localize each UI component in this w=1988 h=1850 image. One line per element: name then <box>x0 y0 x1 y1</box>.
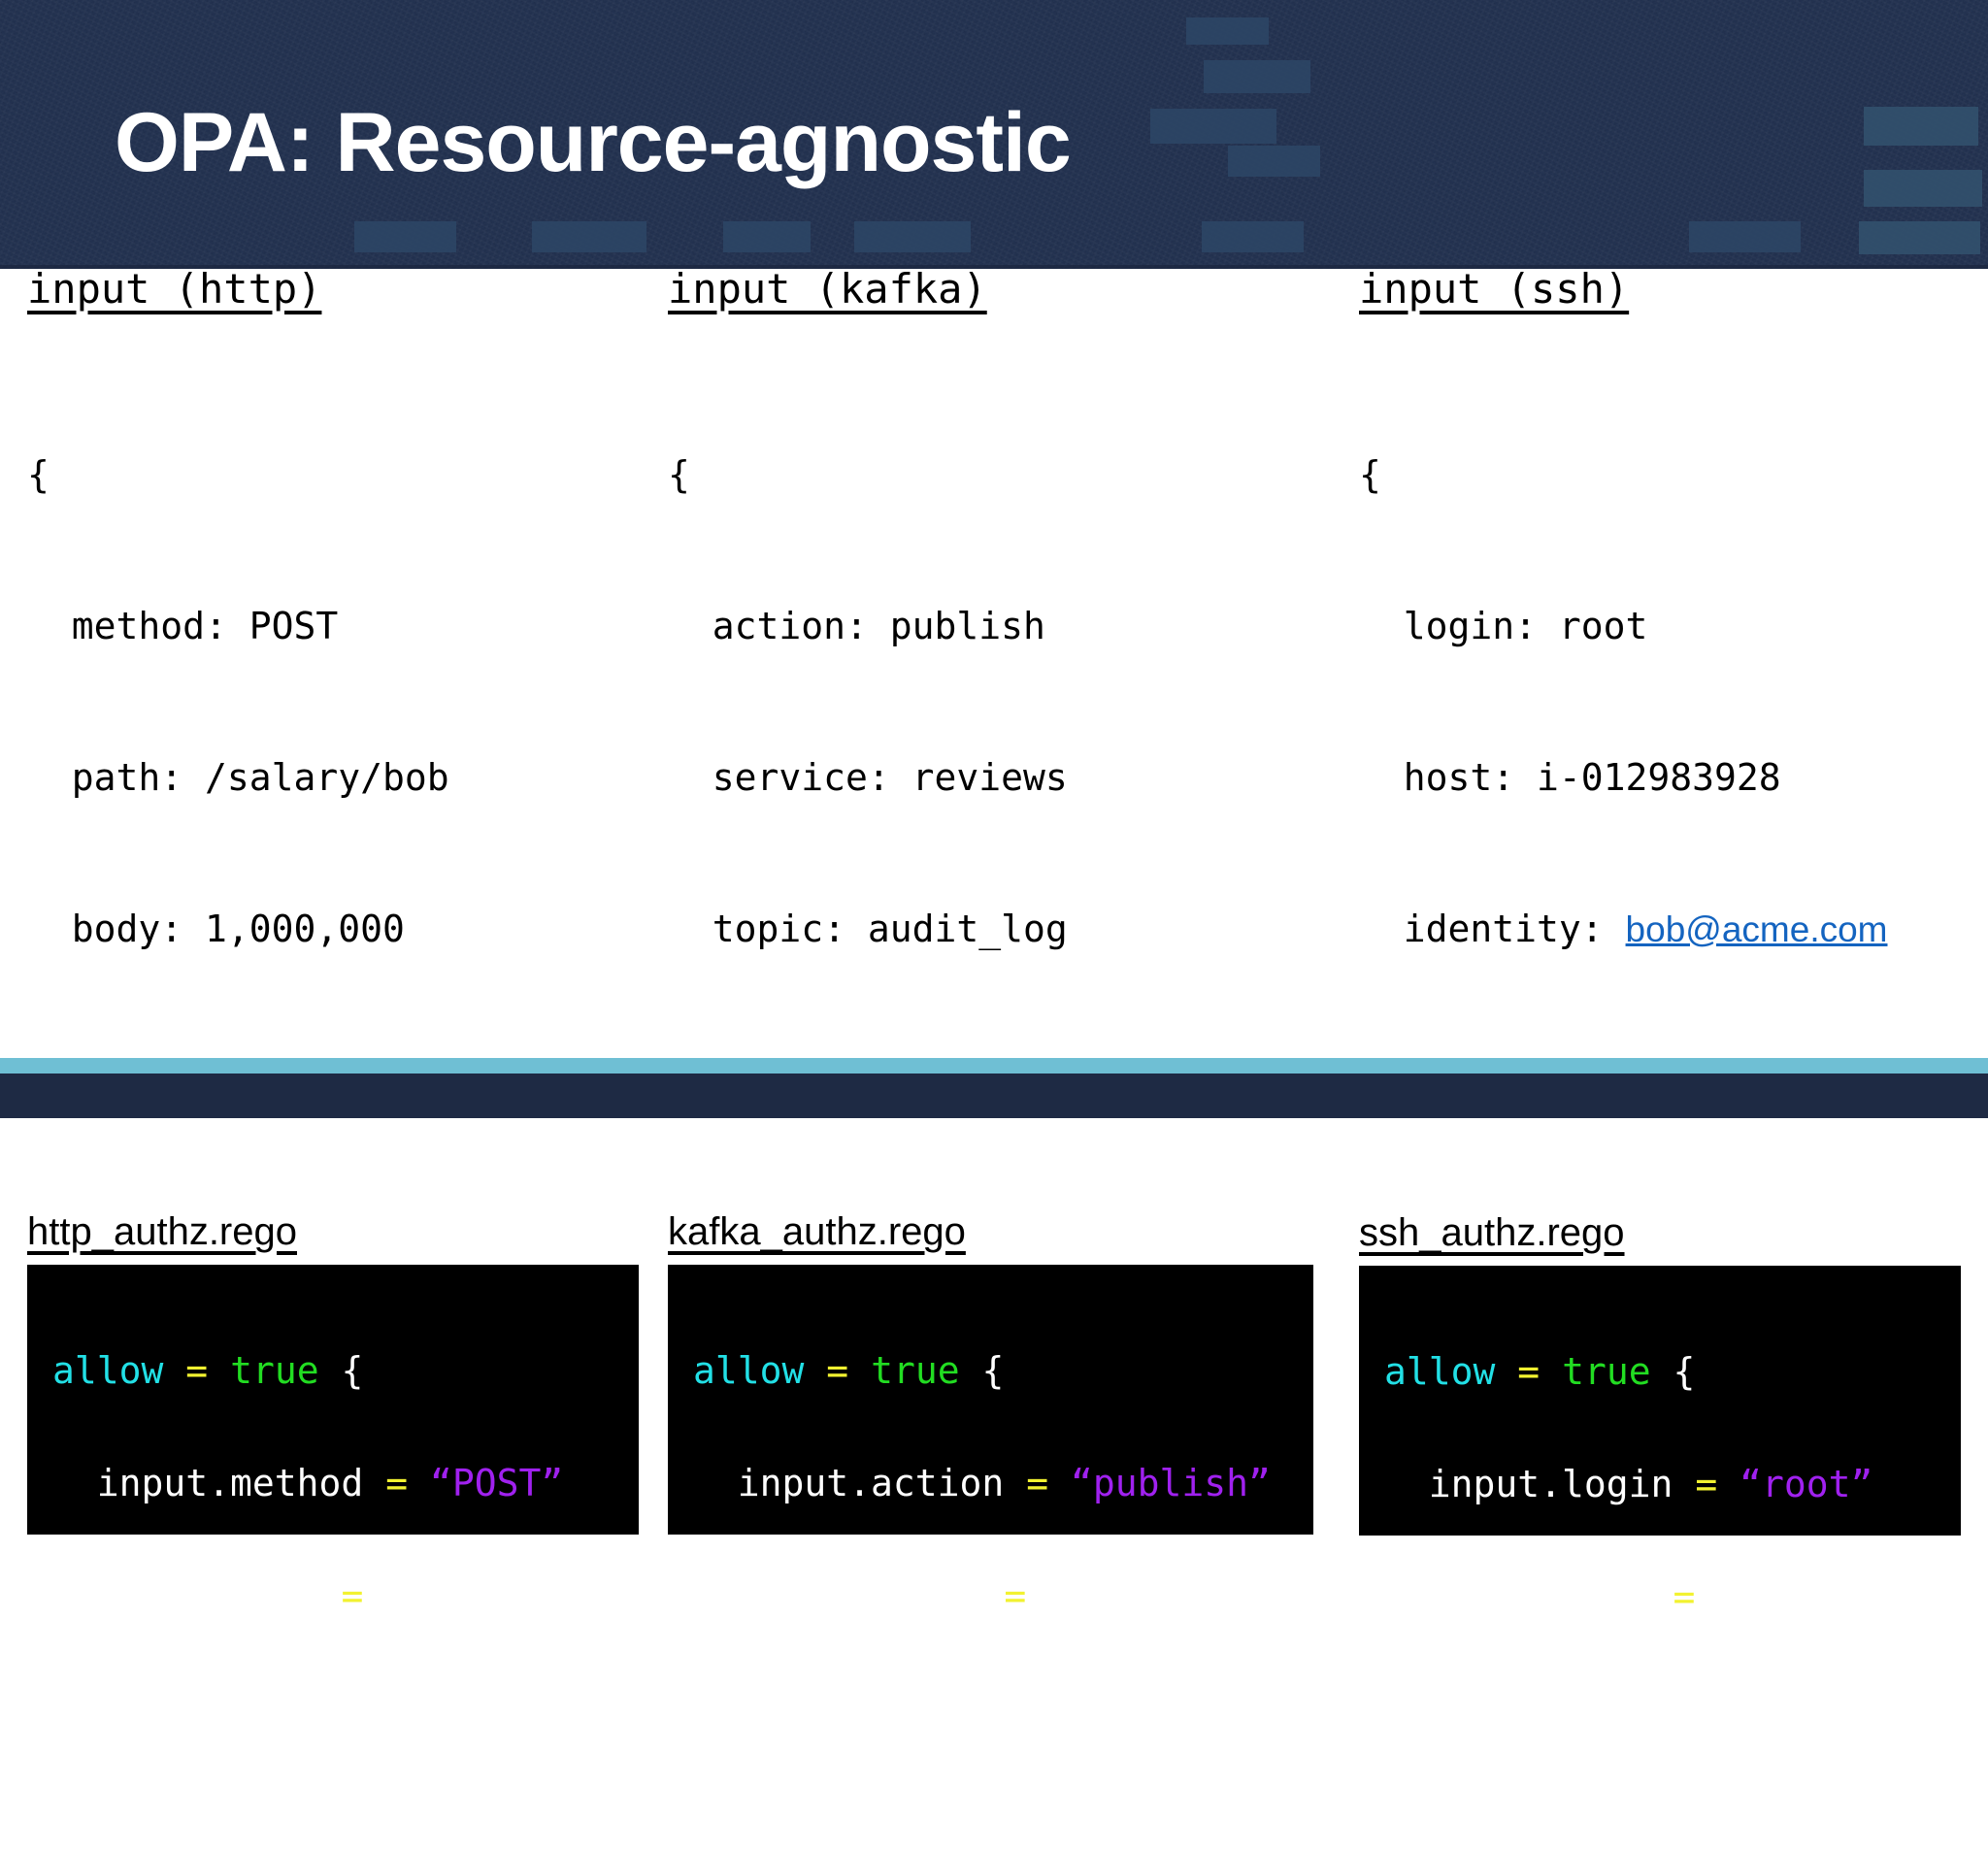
code-token-operator: = <box>1517 1350 1541 1393</box>
column-ssh: input (ssh) { login: root host: i-012983… <box>1359 269 1988 1731</box>
code-token-lhs: input.action <box>693 1462 1005 1504</box>
code-token-string: “publish” <box>1070 1462 1271 1504</box>
code-block-kafka-authz: allow = true { input.action = “publish” … <box>668 1265 1313 1730</box>
header-decor-block <box>354 221 456 252</box>
code-token-operator: = <box>341 1574 364 1617</box>
header-decor-block <box>532 221 646 252</box>
header-decor-block <box>1202 221 1304 252</box>
input-heading-http: input (http) <box>27 265 322 313</box>
input-heading-wrap: input (ssh) <box>1359 269 1988 310</box>
code-token-brace: { <box>341 1349 364 1392</box>
slide-header: OPA: Resource-agnostic <box>0 0 1988 269</box>
footer-accent-bar <box>0 1058 1988 1074</box>
code-token-lhs: input.login <box>1384 1463 1673 1505</box>
code-token-boolean: true <box>871 1349 960 1392</box>
code-line: allow = true { <box>693 1342 1288 1399</box>
code-token-operator: = <box>1026 1462 1049 1504</box>
identity-label: identity: <box>1359 908 1626 950</box>
header-decor-block <box>1150 109 1276 144</box>
code-line: allow = true { <box>1384 1343 1936 1400</box>
input-json-ssh: { login: root host: i-012983928 identity… <box>1359 348 1988 1207</box>
code-line: allow = true { <box>52 1342 613 1399</box>
code-token-operator: = <box>185 1349 209 1392</box>
column-http: input (http) { method: POST path: /salar… <box>27 269 668 1730</box>
code-token-ellipsis: ... <box>385 1574 452 1617</box>
code-token-rule: allow <box>693 1349 805 1392</box>
code-token-brace: } <box>1384 1688 1407 1731</box>
header-decor-block <box>1204 60 1310 93</box>
file-label-kafka-authz: kafka_authz.rego <box>668 1210 966 1253</box>
code-token-brace: { <box>981 1349 1005 1392</box>
header-texture-overlay <box>0 0 1988 269</box>
json-line: login: root <box>1359 605 1648 647</box>
file-label-wrap-kafka: kafka_authz.rego <box>668 1212 1347 1251</box>
identity-email-link[interactable]: bob@acme.com <box>1625 909 1888 949</box>
slide-body: input (http) { method: POST path: /salar… <box>0 269 1988 1731</box>
code-token-lhs: input.host <box>1384 1575 1651 1618</box>
header-decor-block <box>1689 221 1801 252</box>
code-block-http-authz: allow = true { input.method = “POST” inp… <box>27 1265 639 1730</box>
code-line: } <box>52 1680 613 1736</box>
json-line: service: reviews <box>668 756 1068 799</box>
code-line: input.host = ... <box>1384 1569 1936 1625</box>
code-line: input.path = ... <box>52 1568 613 1624</box>
footer-bar <box>0 1074 1988 1118</box>
json-line: { <box>668 453 690 496</box>
code-token-string: “POST” <box>429 1462 564 1504</box>
code-line: input.action = “publish” <box>693 1455 1288 1511</box>
code-token-boolean: true <box>230 1349 319 1392</box>
code-token-operator: = <box>826 1349 849 1392</box>
header-decor-block <box>1228 146 1320 177</box>
code-token-operator: = <box>1673 1575 1696 1618</box>
header-decor-block <box>1864 107 1978 146</box>
input-heading-kafka: input (kafka) <box>668 265 987 313</box>
code-token-brace: } <box>693 1687 715 1730</box>
code-token-rule: allow <box>1384 1350 1496 1393</box>
code-token-ellipsis: ... <box>1048 1574 1115 1617</box>
input-heading-wrap: input (http) <box>27 269 668 310</box>
json-line: body: 1,000,000 <box>27 908 405 950</box>
code-block-ssh-authz: allow = true { input.login = “root” inpu… <box>1359 1266 1961 1731</box>
json-line: topic: audit_log <box>668 908 1068 950</box>
header-decor-block <box>1859 221 1980 254</box>
code-token-string: “root” <box>1740 1463 1873 1505</box>
json-line: { <box>1359 453 1381 496</box>
code-line: input.topic = ... <box>693 1568 1288 1624</box>
column-kafka: input (kafka) { action: publish service:… <box>668 269 1347 1730</box>
input-heading-ssh: input (ssh) <box>1359 265 1630 313</box>
input-heading-wrap: input (kafka) <box>668 269 1347 310</box>
file-label-http-authz: http_authz.rego <box>27 1210 297 1253</box>
code-token-boolean: true <box>1562 1350 1651 1393</box>
code-token-ellipsis: ... <box>1717 1575 1784 1618</box>
code-line: input.login = “root” <box>1384 1456 1936 1512</box>
header-decor-block <box>1864 170 1982 207</box>
code-token-brace: } <box>52 1687 75 1730</box>
header-decor-block <box>854 221 971 252</box>
code-token-lhs: input.topic <box>693 1574 982 1617</box>
file-label-wrap-ssh: ssh_authz.rego <box>1359 1213 1988 1252</box>
code-token-brace: { <box>1673 1350 1696 1393</box>
code-line: } <box>1384 1681 1936 1737</box>
code-line: input.method = “POST” <box>52 1455 613 1511</box>
json-line: host: i-012983928 <box>1359 756 1781 799</box>
code-token-rule: allow <box>52 1349 164 1392</box>
json-line-identity: identity: bob@acme.com <box>1359 904 1988 955</box>
page-title: OPA: Resource-agnostic <box>115 96 1072 189</box>
json-line: method: POST <box>27 605 339 647</box>
code-token-operator: = <box>385 1462 409 1504</box>
code-line: } <box>693 1680 1288 1736</box>
json-line: { <box>27 453 50 496</box>
file-label-ssh-authz: ssh_authz.rego <box>1359 1211 1625 1254</box>
code-token-lhs: input.path <box>52 1574 319 1617</box>
code-token-lhs: input.method <box>52 1462 364 1504</box>
file-label-wrap-http: http_authz.rego <box>27 1212 668 1251</box>
input-json-http: { method: POST path: /salary/bob body: 1… <box>27 348 668 1206</box>
json-line: path: /salary/bob <box>27 756 449 799</box>
header-decor-block <box>723 221 811 252</box>
header-decor-block <box>1186 17 1269 45</box>
code-token-operator: = <box>1004 1574 1027 1617</box>
code-token-operator: = <box>1695 1463 1718 1505</box>
header-bottom-divider <box>0 265 1988 269</box>
json-line: action: publish <box>668 605 1045 647</box>
